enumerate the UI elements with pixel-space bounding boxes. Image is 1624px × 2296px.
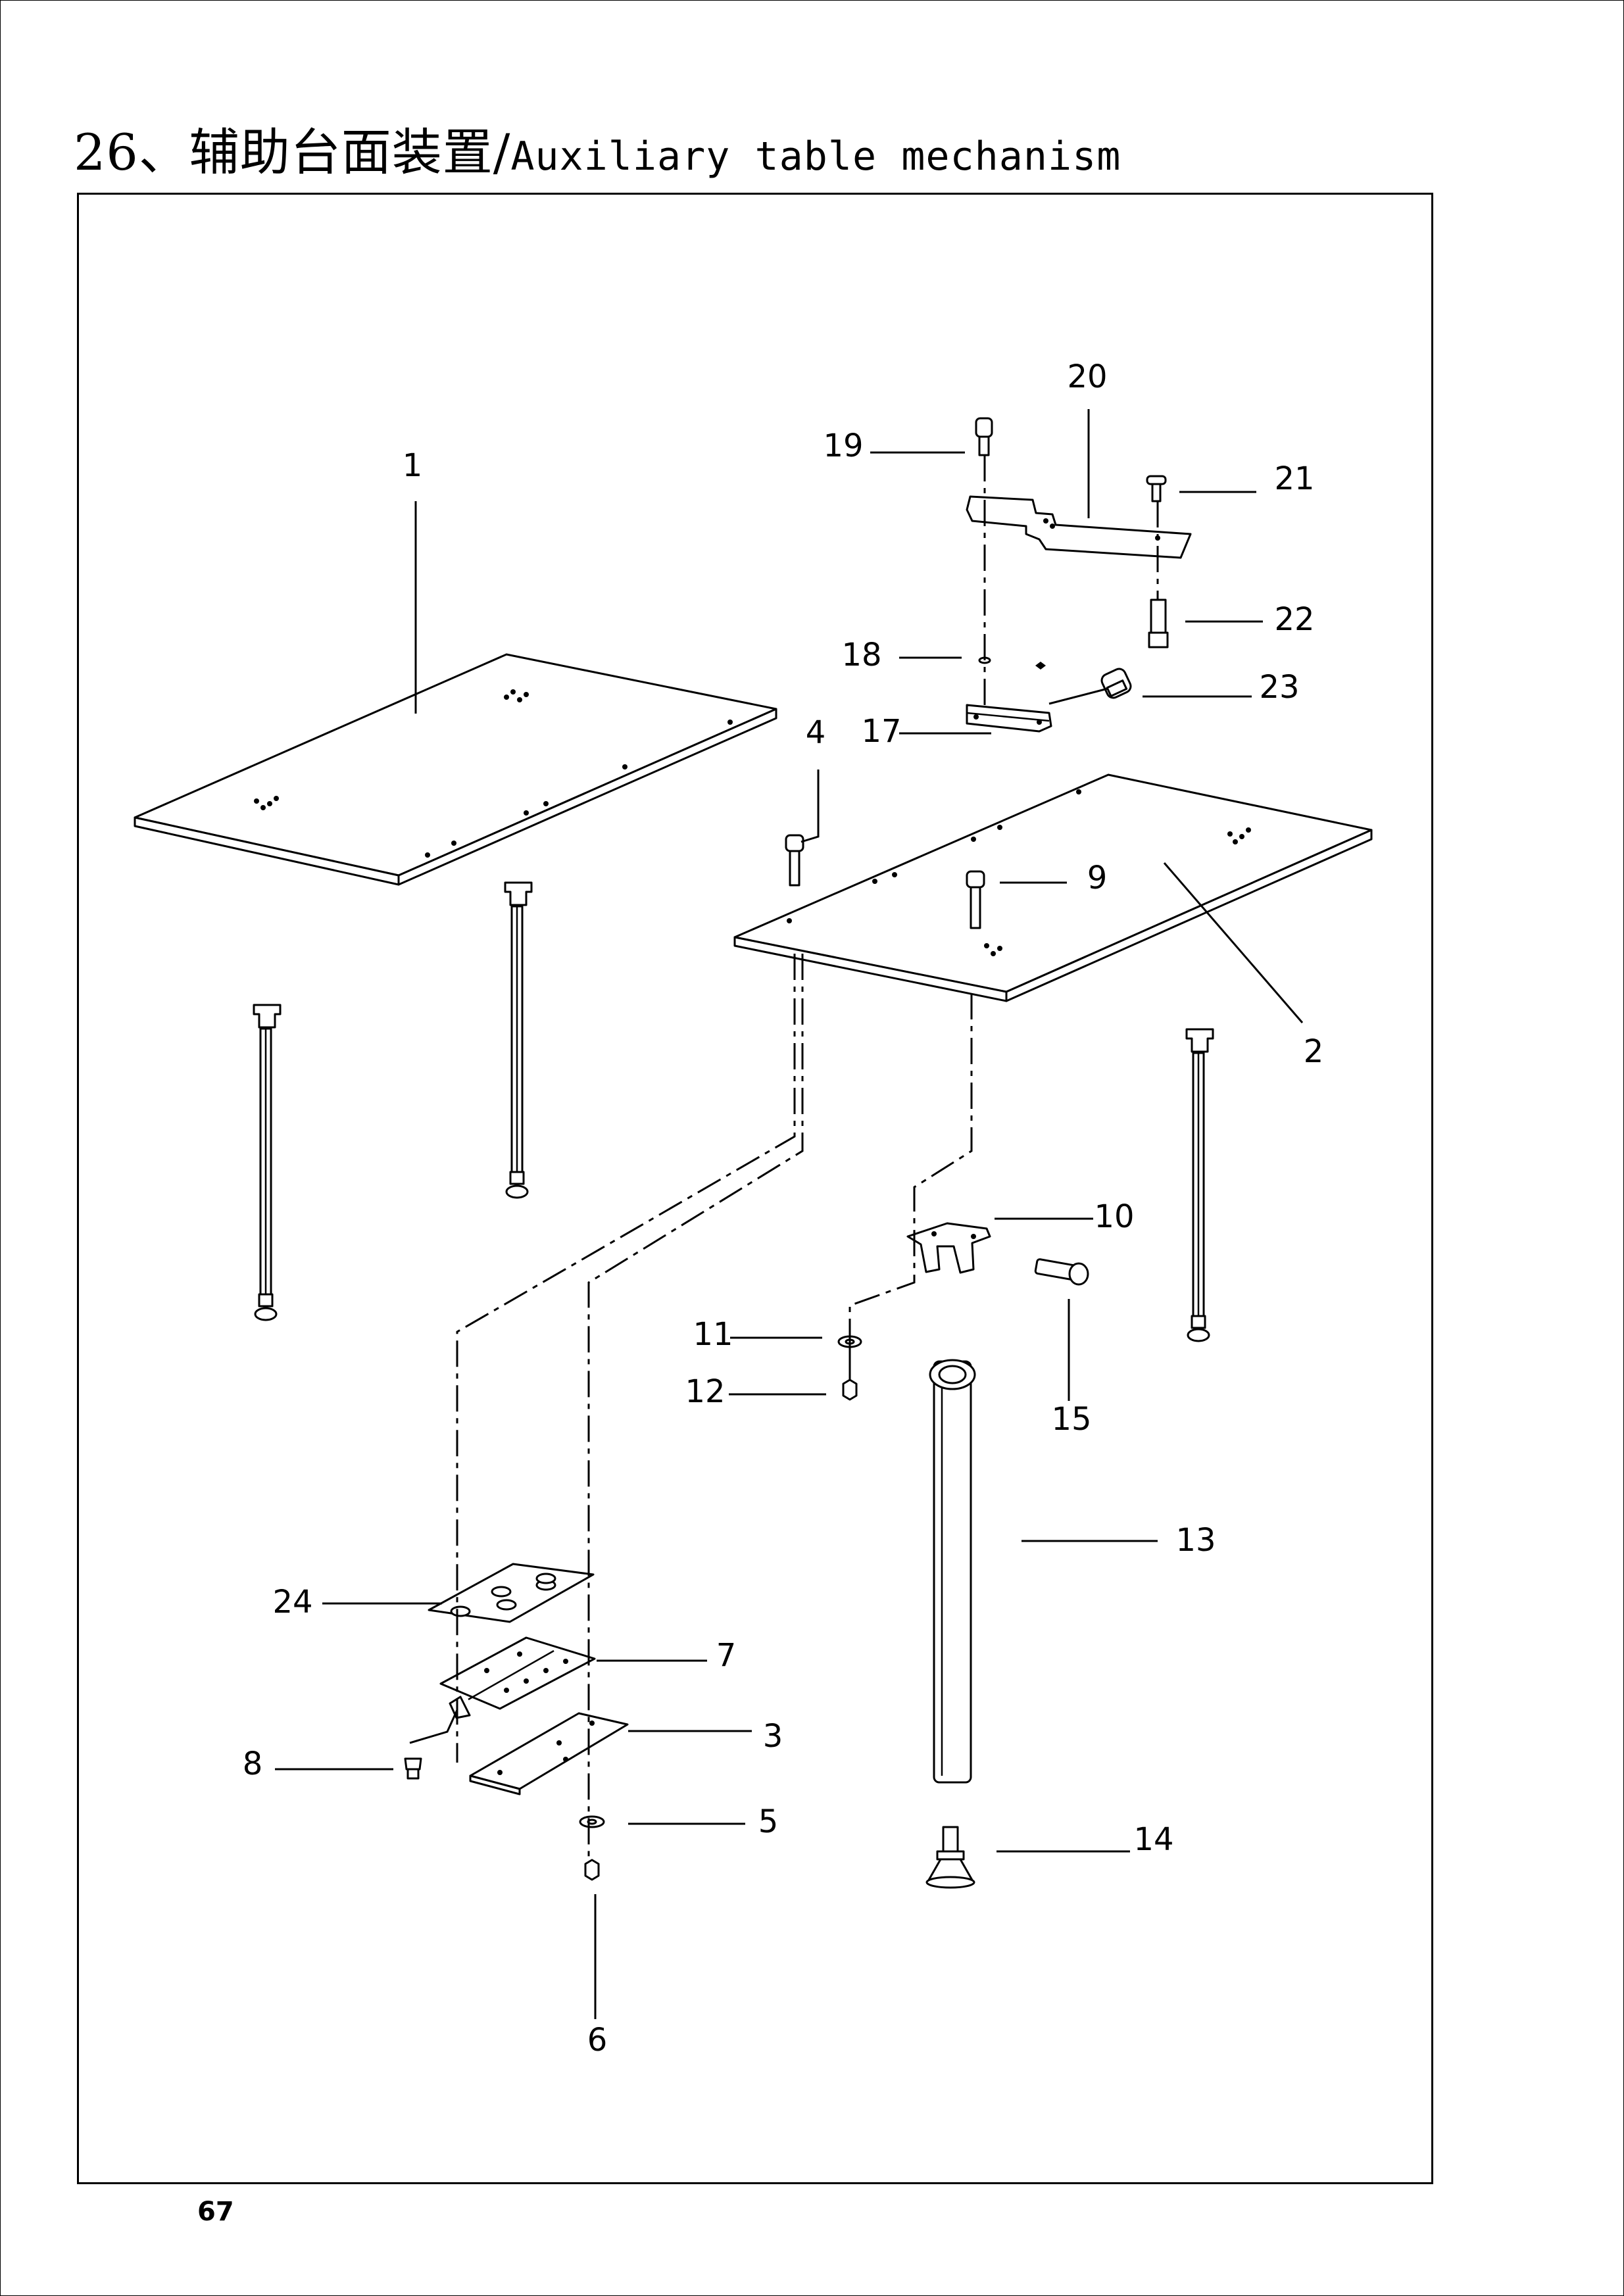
callout-20: 20 [1067,358,1107,395]
callout-24: 24 [272,1584,312,1621]
leg-tube-13 [929,1359,976,1784]
plate-24 [428,1563,595,1623]
screw-4 [785,834,804,887]
assembly-lines [456,455,1159,1861]
block-17 [966,704,1052,733]
washer-5 [579,1815,605,1828]
leader-lines [275,409,1304,2019]
callout-4: 4 [806,714,826,751]
callout-1: 1 [403,447,423,484]
callout-6: 6 [587,2022,608,2059]
bracket-10 [906,1222,991,1274]
table-leg [504,881,533,1199]
page-title: 26、辅助台面装置/Auxiliary table mechanism [74,112,1121,184]
page-number: 67 [197,2197,234,2227]
plate-20 [966,495,1192,559]
page-title-en: Auxiliary table mechanism [510,134,1121,180]
callout-14: 14 [1133,1821,1173,1858]
screw-8 [404,1757,422,1780]
callout-19: 19 [823,427,863,464]
callout-22: 22 [1274,601,1314,638]
bolt-15 [1034,1258,1089,1286]
callout-5: 5 [758,1803,779,1840]
plate-3 [469,1712,629,1795]
page-title-cn: 26、辅助台面装置/ [74,123,511,182]
table-leg [253,1004,282,1321]
callout-7: 7 [716,1637,737,1674]
diagram-frame [77,193,1433,2184]
callout-21: 21 [1274,460,1314,497]
table-top-1 [134,653,777,886]
hinge-7 [439,1636,596,1719]
callout-23: 23 [1259,669,1299,706]
table-top-2 [733,773,1373,1002]
callout-18: 18 [841,637,881,673]
callout-11: 11 [693,1316,733,1353]
callout-10: 10 [1094,1198,1134,1235]
callout-3: 3 [763,1718,783,1755]
callout-labels: 1 2 3 4 5 6 7 8 9 10 11 12 13 14 15 17 1… [243,358,1324,2059]
bolt-22 [1148,598,1169,648]
screw-9 [966,870,985,929]
washer-18 [978,656,1046,670]
foot-14 [925,1826,975,1889]
screw-23 [1100,668,1132,699]
callout-13: 13 [1175,1522,1216,1559]
callout-9: 9 [1087,860,1108,896]
callout-17: 17 [861,713,901,750]
callout-8: 8 [243,1746,263,1782]
nut-6 [584,1859,600,1881]
callout-15: 15 [1051,1401,1091,1438]
screw-19 [975,417,993,456]
callout-2: 2 [1304,1033,1324,1070]
pin-21 [1146,475,1167,502]
nut-12 [842,1379,858,1401]
table-leg [1185,1028,1214,1342]
callout-12: 12 [685,1373,725,1410]
